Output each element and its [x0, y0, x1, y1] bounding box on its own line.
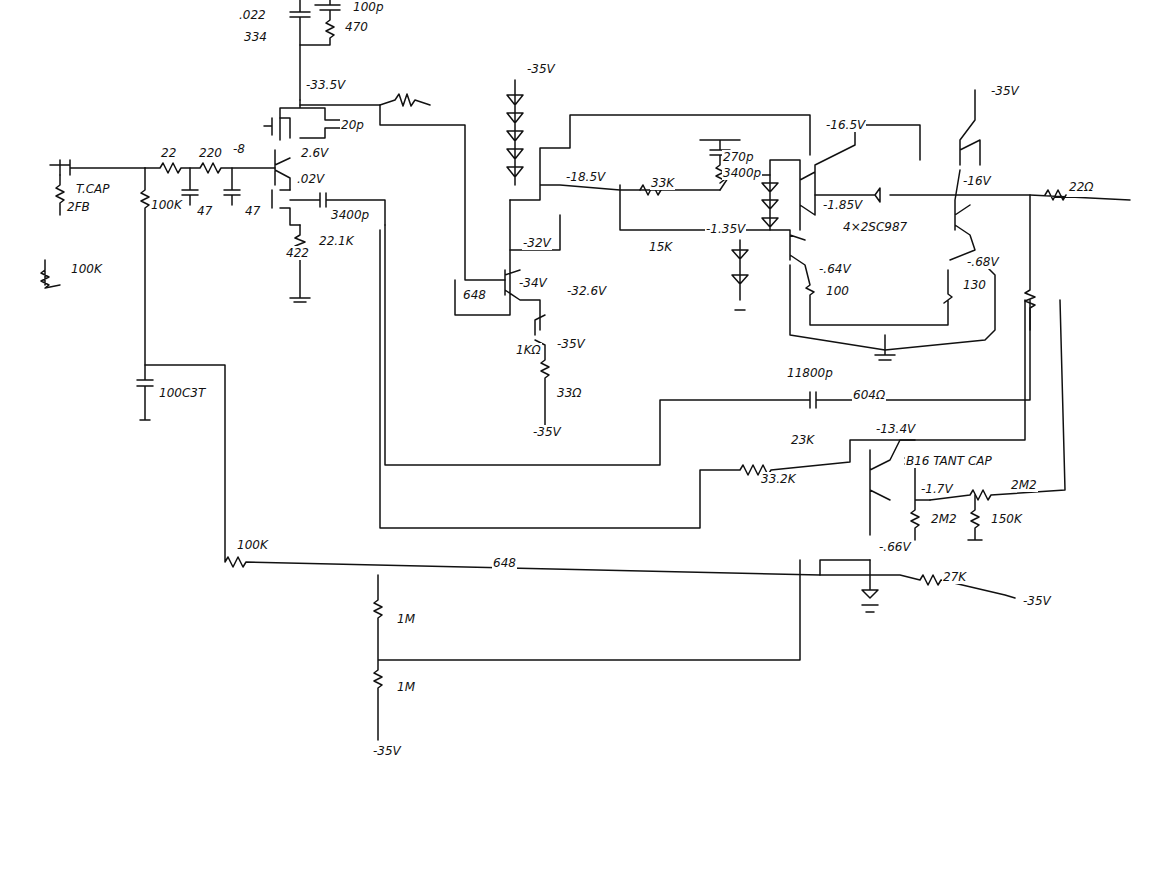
component-label: 2FB	[66, 200, 91, 214]
component-label: -32V	[522, 236, 552, 250]
component-label: T.CAP	[75, 182, 111, 196]
component-label: 2M2	[930, 512, 958, 526]
component-label: -16V	[962, 174, 992, 188]
component-label: .022	[238, 8, 267, 22]
component-label: 100K	[70, 262, 103, 276]
component-label: 100p	[352, 0, 385, 14]
component-label: -18.5V	[565, 170, 606, 184]
component-label: 3400p	[722, 166, 762, 180]
component-label: 334	[243, 30, 268, 44]
component-label: -1.7V	[920, 482, 954, 496]
component-label: -35V	[556, 337, 586, 351]
component-label: 1M	[396, 612, 416, 626]
component-label: 470	[344, 20, 369, 34]
component-label: 100C3T	[158, 386, 206, 400]
component-label: 27K	[942, 570, 967, 584]
component-label: 33.2K	[760, 472, 797, 486]
component-label: -8	[232, 142, 246, 156]
component-label: -1.35V	[705, 222, 746, 236]
component-label: 648	[492, 556, 517, 570]
component-label: -35V	[526, 62, 556, 76]
component-label: 47	[244, 204, 261, 218]
component-label: 33K	[650, 176, 675, 190]
component-label: .02V	[296, 172, 325, 186]
component-label: B16 TANT CAP	[905, 454, 993, 468]
component-label: 1M	[396, 680, 416, 694]
component-label: 47	[196, 204, 213, 218]
component-label: -35V	[990, 84, 1020, 98]
component-label: 2.6V	[300, 146, 329, 160]
component-label: 220	[198, 146, 223, 160]
component-label: 20p	[340, 118, 365, 132]
component-label: 648	[462, 288, 487, 302]
component-label: 270p	[722, 150, 755, 164]
component-label: 22	[160, 146, 177, 160]
component-label: -.64V	[818, 262, 852, 276]
component-label: 100K	[150, 198, 183, 212]
component-label: 604Ω	[852, 388, 886, 402]
component-label: 4×2SC987	[842, 220, 908, 234]
component-label: 15K	[648, 240, 673, 254]
component-label: -35V	[372, 744, 402, 758]
component-label: 150K	[990, 512, 1023, 526]
component-label: 422	[285, 246, 310, 260]
component-label: -16.5V	[825, 118, 866, 132]
component-label: -33.5V	[305, 78, 346, 92]
component-label: 3400p	[330, 208, 370, 222]
component-label: -.68V	[966, 255, 1000, 269]
component-label: 130	[962, 278, 987, 292]
component-label: 22Ω	[1068, 180, 1094, 194]
component-label: 22.1K	[318, 234, 355, 248]
component-label: -35V	[532, 425, 562, 439]
component-label: -32.6V	[566, 284, 607, 298]
component-label: 100	[825, 284, 850, 298]
component-label: 100K	[236, 538, 269, 552]
component-label: 11800p	[786, 366, 834, 380]
component-label: 23K	[790, 433, 815, 447]
component-label: 1KΩ	[515, 343, 542, 357]
component-label: 2M2	[1010, 478, 1038, 492]
component-label: -.66V	[878, 540, 912, 554]
component-label: -35V	[1022, 594, 1052, 608]
component-label: -13.4V	[875, 422, 916, 436]
component-label: -1.85V	[822, 198, 863, 212]
component-label: 33Ω	[556, 386, 582, 400]
component-label: -34V	[518, 276, 548, 290]
